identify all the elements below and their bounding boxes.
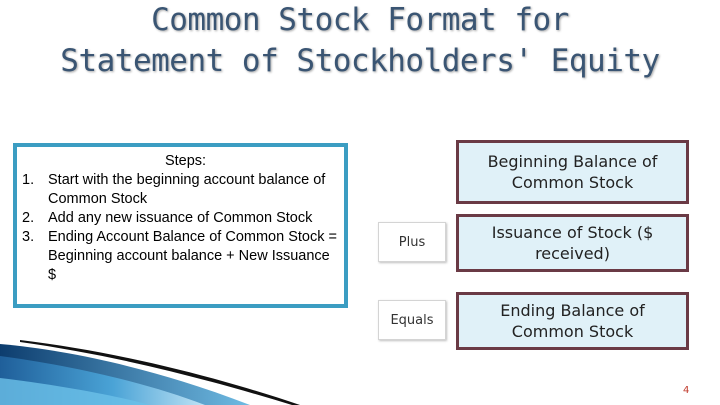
beginning-balance-text: Beginning Balance of Common Stock: [469, 151, 676, 193]
beginning-balance-box: Beginning Balance of Common Stock: [456, 140, 689, 204]
slide-title-line-1: Common Stock Format for: [0, 0, 720, 40]
steps-list: 1. Start with the beginning account bala…: [17, 171, 344, 285]
step-item: 2. Add any new issuance of Common Stock: [17, 209, 344, 228]
step-item: 1. Start with the beginning account bala…: [17, 171, 344, 209]
step-text: Start with the beginning account balance…: [48, 172, 325, 207]
step-number: 1.: [22, 171, 34, 190]
slide-title-line-2: Statement of Stockholders' Equity: [0, 41, 720, 81]
steps-box: Steps: 1. Start with the beginning accou…: [13, 143, 348, 308]
ending-balance-box: Ending Balance of Common Stock: [456, 292, 689, 350]
issuance-text: Issuance of Stock ($ received): [469, 222, 676, 264]
step-item: 3. Ending Account Balance of Common Stoc…: [17, 228, 344, 285]
steps-heading: Steps:: [17, 152, 344, 171]
ending-balance-text: Ending Balance of Common Stock: [469, 300, 676, 342]
decorative-swoosh: [0, 330, 360, 405]
step-text: Ending Account Balance of Common Stock =…: [48, 229, 337, 283]
plus-label: Plus: [378, 222, 446, 262]
step-text: Add any new issuance of Common Stock: [48, 210, 312, 226]
step-number: 2.: [22, 209, 34, 228]
equals-label: Equals: [378, 300, 446, 340]
step-number: 3.: [22, 228, 34, 247]
page-number: 4: [683, 385, 689, 397]
issuance-box: Issuance of Stock ($ received): [456, 214, 689, 272]
